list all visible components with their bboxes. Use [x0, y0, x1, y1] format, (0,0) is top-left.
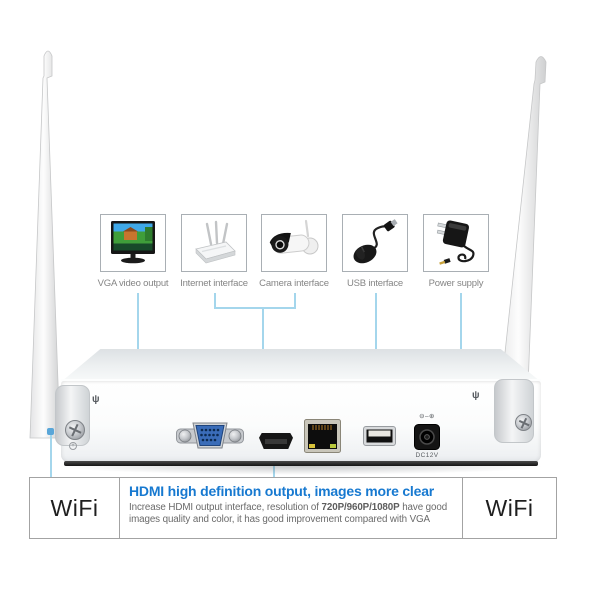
- screw-left: [65, 420, 85, 440]
- callout-label: USB interface: [346, 278, 403, 289]
- dc-voltage-label: DC12V: [415, 452, 439, 459]
- wifi-label: WiFi: [50, 494, 99, 521]
- callout-box-power: [423, 214, 489, 272]
- antenna-mount-right: [494, 379, 534, 443]
- callout-line: [214, 307, 296, 309]
- device-bottom-edge: [64, 461, 538, 466]
- callout-box-camera: [261, 214, 327, 272]
- hdmi-note-body: Increase HDMI output interface, resoluti…: [129, 502, 462, 526]
- vga-port: [176, 422, 244, 449]
- antenna-symbol-icon: ψ: [92, 394, 100, 405]
- antenna-left: [29, 50, 61, 439]
- callout-box-internet: [181, 214, 247, 272]
- usb-port: [363, 426, 396, 446]
- ground-mark-icon: +: [69, 442, 77, 450]
- callout-line: [50, 433, 52, 478]
- device-front-face: [61, 381, 541, 462]
- antenna-symbol-icon: ψ: [472, 390, 480, 401]
- router-icon: [195, 220, 236, 264]
- bottom-strip: WiFi HDMI high definition output, images…: [29, 477, 557, 539]
- hdmi-note-line1: Increase HDMI output interface, resoluti…: [129, 502, 448, 513]
- power-adapter-icon: [436, 220, 475, 265]
- callout-line-dot: [47, 428, 54, 435]
- device-shadow: [56, 466, 546, 475]
- device-front-ridge: [61, 379, 541, 381]
- hdmi-note-line2: images quality and color, it has good im…: [129, 513, 430, 525]
- callout-label: Camera interface: [259, 278, 329, 289]
- callout-box-usb: [342, 214, 408, 272]
- callout-label: Internet interface: [180, 278, 248, 289]
- dc-jack: [414, 424, 440, 450]
- hdmi-note: HDMI high definition output, images more…: [120, 478, 462, 538]
- device-top-face: [61, 349, 541, 382]
- monitor-icon: [111, 221, 155, 264]
- camera-icon: [269, 219, 319, 255]
- callout-box-vga: [100, 214, 166, 272]
- wifi-box-right: WiFi: [462, 478, 556, 538]
- wifi-box-left: WiFi: [30, 478, 120, 538]
- hdmi-note-title: HDMI high definition output, images more…: [129, 483, 435, 499]
- hdmi-port: [259, 433, 293, 449]
- ethernet-port: [304, 419, 341, 453]
- callout-line: [294, 293, 296, 309]
- polarity-marks: ⊖–⊕: [419, 413, 435, 420]
- screw-right: [515, 414, 532, 431]
- wifi-label: WiFi: [485, 494, 534, 521]
- callout-label: Power supply: [428, 278, 484, 289]
- mouse-usb-icon: [353, 219, 398, 264]
- callout-label: VGA video output: [97, 278, 169, 289]
- callout-line: [214, 293, 216, 309]
